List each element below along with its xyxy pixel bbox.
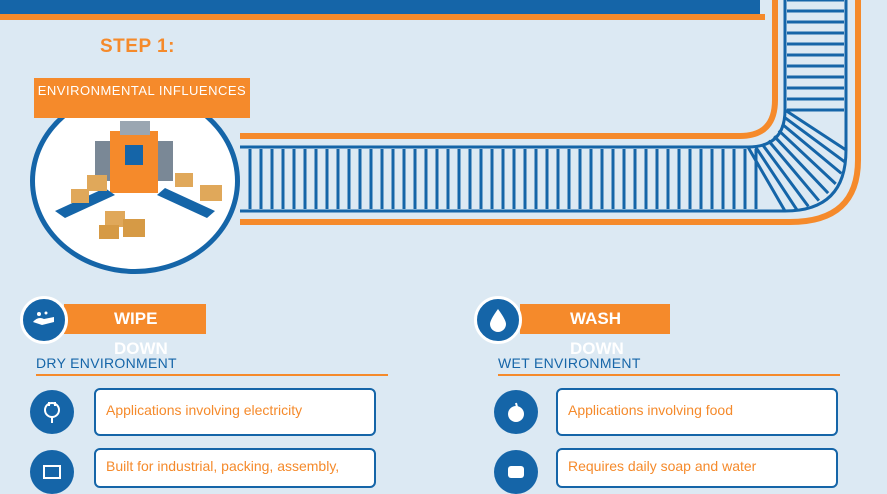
step-banner: ENVIRONMENTAL INFLUENCES	[34, 78, 250, 118]
belt-slat	[760, 143, 810, 208]
wet-environment-label: WET ENVIRONMENT	[498, 355, 641, 371]
list-item: Requires daily soap and water	[556, 448, 838, 488]
belt-slat	[784, 108, 847, 152]
list-item: Built for industrial, packing, assembly,	[94, 448, 376, 488]
wash-section-rule	[498, 374, 840, 376]
belt-slat	[781, 123, 843, 175]
top-orange-band	[0, 14, 765, 20]
wipe-hand-icon	[20, 296, 68, 344]
conveyor-belt-graphic	[240, 0, 861, 225]
belt-slat	[777, 129, 837, 185]
wipe-section-rule	[36, 374, 388, 376]
wipe-down-badge: WIPE DOWN	[64, 304, 206, 358]
belt-slat	[783, 116, 846, 164]
box-icon	[30, 450, 74, 494]
list-item: Applications involving food	[556, 388, 838, 436]
dry-environment-label: DRY ENVIRONMENT	[36, 355, 177, 371]
step-title: STEP 1:	[100, 36, 175, 57]
belt-slat	[753, 145, 799, 211]
list-item: Applications involving electricity	[94, 388, 376, 436]
factory-machine-icon	[55, 121, 222, 239]
belt-slat	[746, 146, 787, 212]
apple-icon	[494, 390, 538, 434]
soap-icon	[494, 450, 538, 494]
top-blue-band	[0, 0, 760, 14]
belt-slat	[767, 139, 821, 202]
electric-plug-icon	[30, 390, 74, 434]
wash-down-badge: WASH DOWN	[520, 304, 670, 358]
belt-slat	[773, 135, 830, 195]
water-drop-icon	[474, 296, 522, 344]
factory-illustration-circle	[30, 88, 240, 274]
